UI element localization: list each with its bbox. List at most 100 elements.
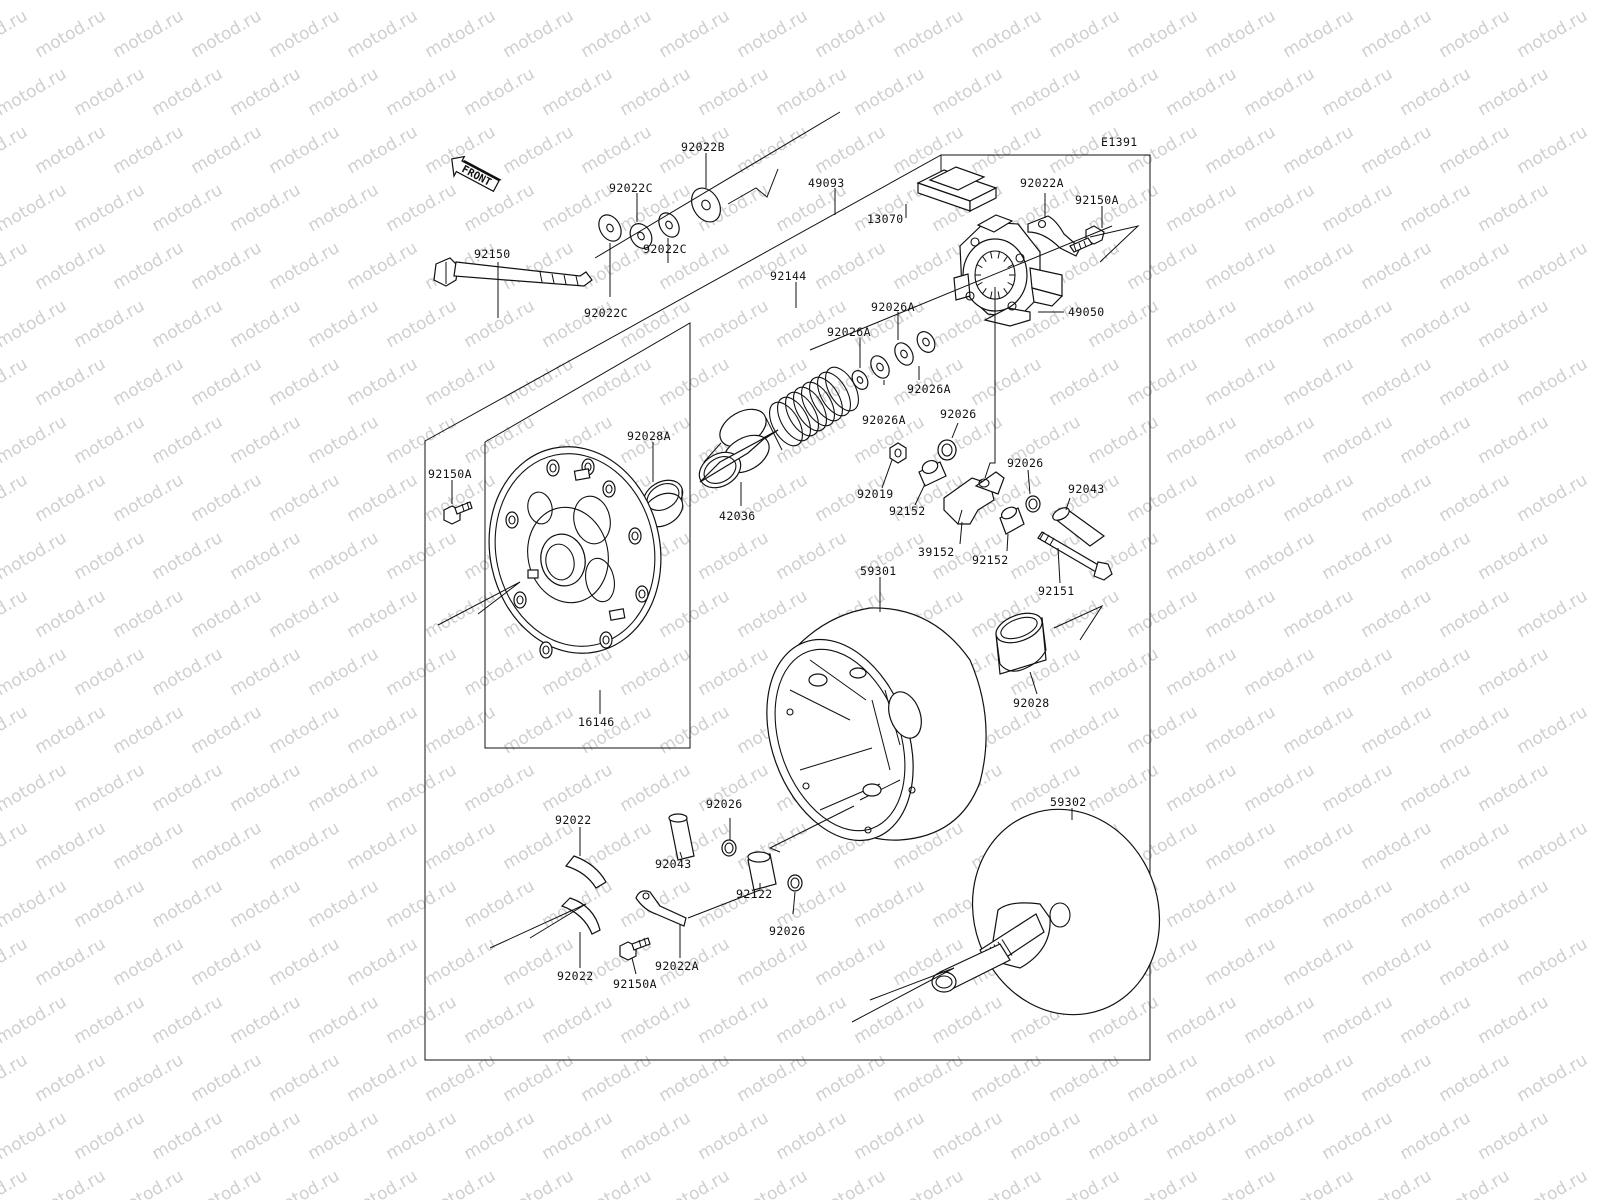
watermark-text: motod.ru — [422, 818, 500, 874]
label-92043-a: 92043 — [1068, 482, 1105, 496]
watermark-text: motod.ru — [110, 1166, 188, 1200]
label-92152-a: 92152 — [889, 504, 926, 518]
label-92150A-left: 92150A — [428, 467, 472, 481]
watermark-text: motod.ru — [71, 296, 149, 352]
watermark-text: motod.ru — [773, 992, 851, 1048]
watermark-text: motod.ru — [0, 760, 70, 816]
part-92151-bolt — [1037, 531, 1113, 581]
watermark-text: motod.ru — [1514, 122, 1592, 178]
watermark-text: motod.ru — [149, 64, 227, 120]
part-16146-cover — [488, 446, 662, 659]
part-92150A-bolt-top — [1069, 225, 1105, 253]
watermark-text: motod.ru — [305, 296, 383, 352]
watermark-text: motod.ru — [1319, 412, 1397, 468]
watermark-text: motod.ru — [1436, 238, 1514, 294]
watermark-text: motod.ru — [539, 64, 617, 120]
watermark-text: motod.ru — [1280, 818, 1358, 874]
watermark-text: motod.ru — [71, 180, 149, 236]
diagram-frame — [424, 154, 1151, 1061]
watermark-text: motod.ru — [1514, 470, 1592, 526]
watermark-text: motod.ru — [1241, 296, 1319, 352]
watermark-text: motod.ru — [1397, 64, 1475, 120]
watermark-text: motod.ru — [344, 122, 422, 178]
watermark-text: motod.ru — [1280, 354, 1358, 410]
watermark-text: motod.ru — [110, 1050, 188, 1106]
watermark-text: motod.ru — [344, 470, 422, 526]
label-92026A-d: 92026A — [862, 413, 906, 427]
part-92022A-lock-plate-top — [1027, 215, 1081, 257]
watermark-text: motod.ru — [188, 1050, 266, 1106]
watermark-text: motod.ru — [227, 64, 305, 120]
watermark-text: motod.ru — [851, 992, 929, 1048]
part-92043-pin-b — [668, 813, 695, 861]
watermark-text: motod.ru — [344, 934, 422, 990]
watermark-text: motod.ru — [773, 528, 851, 584]
watermark-text: motod.ru — [539, 760, 617, 816]
label-92150: 92150 — [474, 247, 511, 261]
watermark-text: motod.ru — [110, 354, 188, 410]
watermark-text: motod.ru — [1163, 992, 1241, 1048]
watermark-text: motod.ru — [1241, 992, 1319, 1048]
watermark-text: motod.ru — [1475, 296, 1553, 352]
watermark-text: motod.ru — [1202, 1050, 1280, 1106]
watermark-text: motod.ru — [578, 6, 656, 62]
watermark-text: motod.ru — [695, 0, 773, 4]
watermark-text: motod.ru — [734, 238, 812, 294]
watermark-text: motod.ru — [929, 1108, 1007, 1164]
watermark-text: motod.ru — [227, 992, 305, 1048]
watermark-text: motod.ru — [32, 1050, 110, 1106]
watermark-text: motod.ru — [1319, 528, 1397, 584]
watermark-text: motod.ru — [0, 412, 70, 468]
watermark-text: motod.ru — [1241, 528, 1319, 584]
label-92022A-bottom: 92022A — [655, 959, 699, 973]
part-92022C-washer-2 — [629, 223, 653, 249]
watermark-text: motod.ru — [656, 1166, 734, 1200]
part-92022A-lock-plate-bottom — [635, 890, 687, 927]
watermark-text: motod.ru — [656, 354, 734, 410]
watermark-text: motod.ru — [149, 180, 227, 236]
watermark-text: motod.ru — [110, 586, 188, 642]
watermark-text: motod.ru — [344, 702, 422, 758]
watermark-text: motod.ru — [0, 702, 31, 758]
watermark-text: motod.ru — [1514, 1050, 1592, 1106]
watermark-text: motod.ru — [149, 296, 227, 352]
watermark-text: motod.ru — [383, 0, 461, 4]
watermark-text: motod.ru — [1475, 760, 1553, 816]
watermark-text: motod.ru — [227, 644, 305, 700]
watermark-text: motod.ru — [1202, 354, 1280, 410]
watermark-text: motod.ru — [1397, 644, 1475, 700]
watermark-text: motod.ru — [1514, 238, 1592, 294]
label-92026A-a: 92026A — [871, 300, 915, 314]
watermark-text: motod.ru — [656, 6, 734, 62]
watermark-text: motod.ru — [71, 0, 149, 4]
watermark-text: motod.ru — [851, 180, 929, 236]
watermark-text: motod.ru — [1319, 876, 1397, 932]
watermark-text: motod.ru — [1397, 296, 1475, 352]
watermark-text: motod.ru — [617, 992, 695, 1048]
watermark-text: motod.ru — [266, 702, 344, 758]
watermark-text: motod.ru — [1007, 0, 1085, 4]
watermark-text: motod.ru — [734, 6, 812, 62]
watermark-text: motod.ru — [656, 702, 734, 758]
watermark-text: motod.ru — [149, 644, 227, 700]
watermark-text: motod.ru — [1319, 64, 1397, 120]
watermark-text: motod.ru — [0, 934, 31, 990]
watermark-text: motod.ru — [149, 760, 227, 816]
watermark-text: motod.ru — [344, 586, 422, 642]
watermark-text: motod.ru — [1085, 0, 1163, 4]
watermark-text: motod.ru — [1397, 876, 1475, 932]
watermark-text: motod.ru — [1280, 934, 1358, 990]
watermark-text: motod.ru — [695, 296, 773, 352]
watermark-text: motod.ru — [1202, 470, 1280, 526]
watermark-text: motod.ru — [500, 354, 578, 410]
watermark-text: motod.ru — [1397, 528, 1475, 584]
label-92022C-b: 92022C — [643, 242, 687, 256]
watermark-text: motod.ru — [305, 412, 383, 468]
part-92026A-washer-3 — [894, 342, 914, 366]
watermark-text: motod.ru — [1085, 64, 1163, 120]
watermark-text: motod.ru — [32, 238, 110, 294]
watermark-text: motod.ru — [1202, 238, 1280, 294]
watermark-text: motod.ru — [1163, 412, 1241, 468]
watermark-text: motod.ru — [1046, 1050, 1124, 1106]
watermark-text: motod.ru — [0, 1050, 31, 1106]
